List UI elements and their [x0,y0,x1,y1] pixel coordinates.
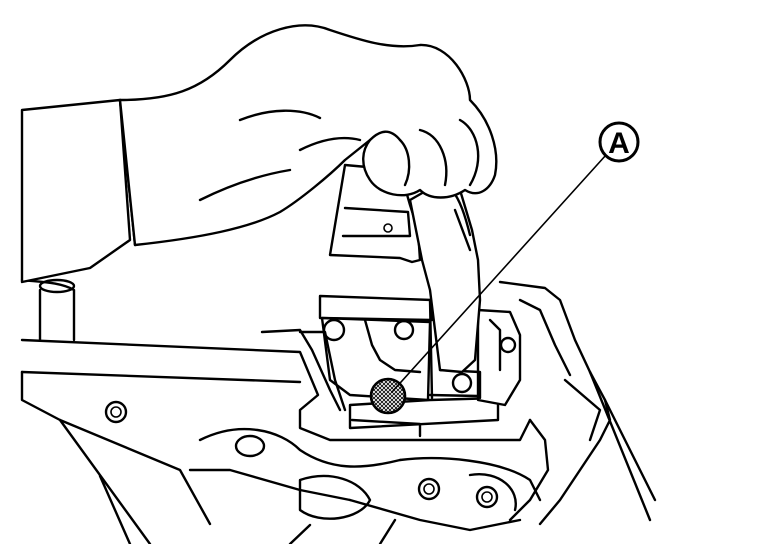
transmission-case [20,278,657,544]
valve-body-assembly [260,294,522,438]
callout-a: A [391,121,640,393]
callout-circle [598,121,640,163]
callout-label: A [608,127,630,160]
callout-leader-line [391,154,607,393]
hand-illustration [20,24,498,284]
